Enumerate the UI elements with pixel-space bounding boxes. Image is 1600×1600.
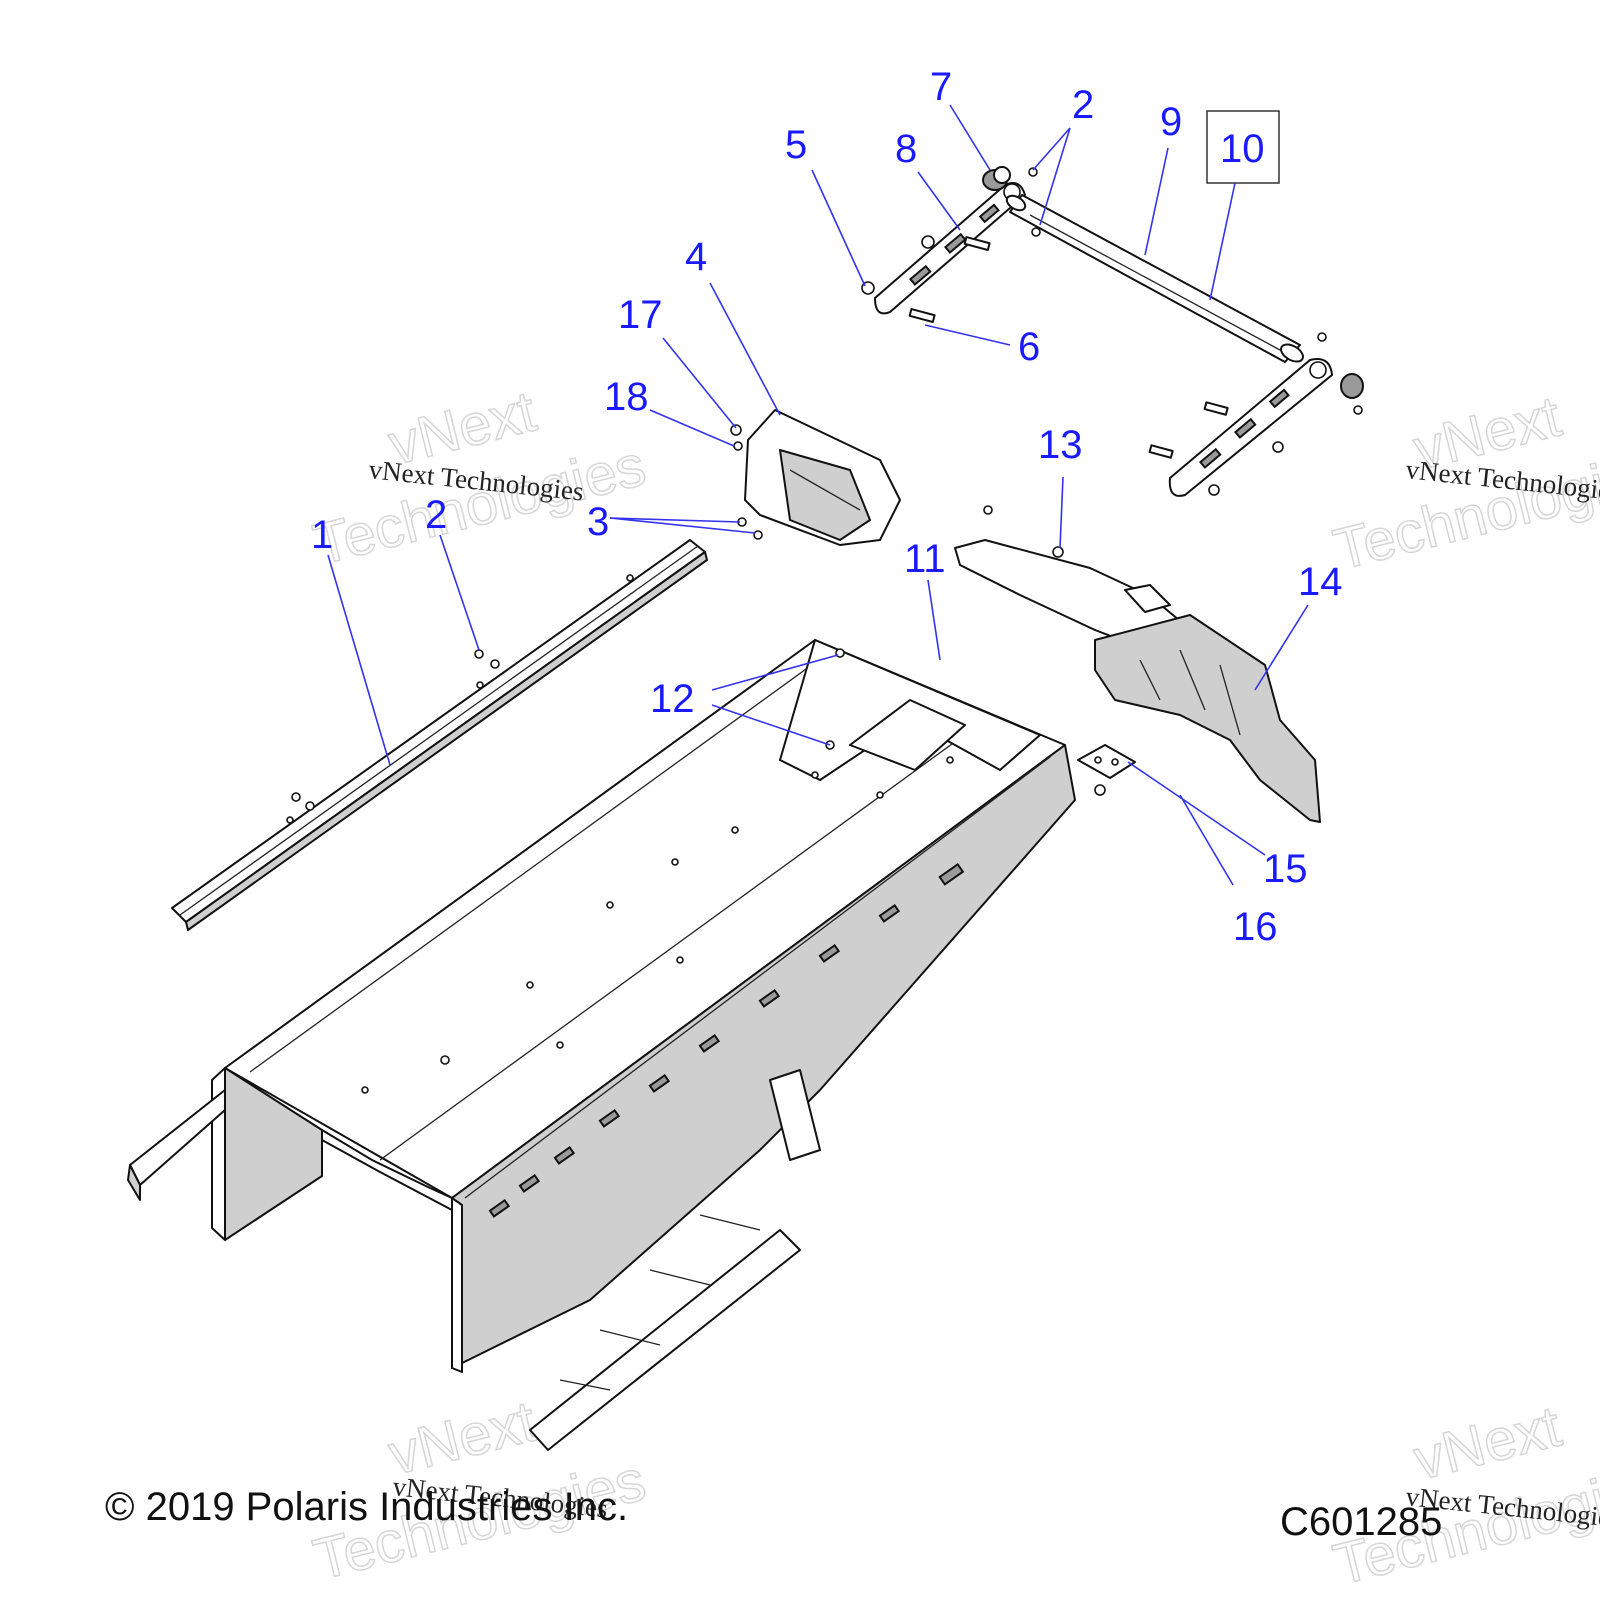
callout-9: 9 bbox=[1160, 100, 1182, 144]
drawing-code: C601285 bbox=[1280, 1500, 1442, 1544]
tunnel-body bbox=[127, 639, 1076, 1451]
callout-15: 15 bbox=[1263, 847, 1308, 891]
callout-10: 10 bbox=[1220, 127, 1265, 171]
part-14-snowflap bbox=[1094, 614, 1321, 823]
callout-2-top: 2 bbox=[1072, 83, 1094, 127]
part-8-arm-right bbox=[1148, 332, 1364, 497]
part-8-arm-left bbox=[861, 166, 1041, 324]
part-4-cover bbox=[730, 409, 901, 546]
copyright-text: © 2019 Polaris Industries Inc. bbox=[105, 1485, 628, 1529]
part-1-rail bbox=[171, 539, 708, 931]
callout-10-box bbox=[1206, 110, 1280, 184]
callout-14: 14 bbox=[1298, 560, 1343, 604]
part-9-tube bbox=[1005, 194, 1304, 363]
callout-11: 11 bbox=[904, 537, 946, 581]
callout-8: 8 bbox=[895, 127, 917, 171]
callout-6: 6 bbox=[1018, 325, 1040, 369]
callout-2-left: 2 bbox=[425, 493, 447, 537]
watermark-line1: vNext bbox=[1407, 1394, 1567, 1493]
callout-7: 7 bbox=[930, 65, 952, 109]
callout-4: 4 bbox=[685, 235, 707, 279]
callout-18: 18 bbox=[604, 375, 649, 419]
callout-16: 16 bbox=[1233, 905, 1278, 949]
leader-lines bbox=[327, 104, 1309, 886]
callout-17: 17 bbox=[618, 293, 663, 337]
callout-13: 13 bbox=[1038, 423, 1083, 467]
callout-3: 3 bbox=[587, 500, 609, 544]
callout-1: 1 bbox=[311, 513, 333, 557]
fastener-group bbox=[291, 649, 500, 811]
callout-labels: 1 2 2 3 4 5 6 7 8 9 10 11 12 13 14 15 16… bbox=[311, 65, 1343, 949]
side-slots bbox=[488, 863, 965, 1218]
callout-5: 5 bbox=[785, 123, 807, 167]
part-15-plate bbox=[1077, 744, 1136, 796]
callout-12: 12 bbox=[650, 677, 695, 721]
